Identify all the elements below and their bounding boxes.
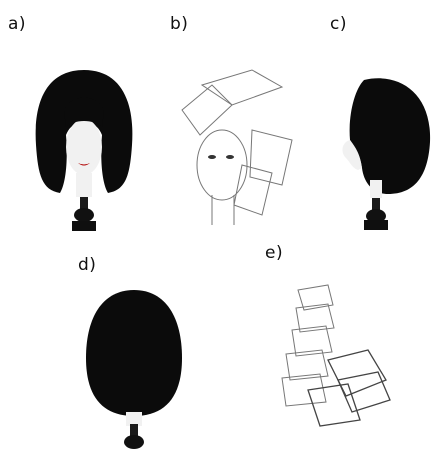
frame-dark-2 — [337, 371, 391, 413]
panel-label-b: b) — [170, 14, 189, 34]
neck — [370, 180, 382, 198]
neck-outline — [211, 195, 235, 225]
strip-3 — [291, 325, 333, 357]
stand-stem — [372, 198, 380, 214]
panel-a-mannequin-front — [35, 70, 133, 231]
panel-label-e: e) — [265, 243, 284, 263]
strip-5 — [281, 373, 327, 407]
panel-label-c: c) — [330, 14, 347, 34]
eye-left — [208, 155, 216, 159]
panel-label-a: a) — [8, 14, 27, 34]
hair-back — [86, 290, 182, 416]
hair-front — [35, 70, 133, 193]
eye-right — [226, 155, 234, 159]
frame-dark-3 — [307, 383, 361, 427]
panel-c-mannequin-side — [342, 78, 431, 230]
strip-1 — [297, 284, 334, 311]
frame-top — [200, 69, 284, 106]
stand-base — [72, 221, 96, 231]
face — [66, 119, 102, 175]
hair-side — [349, 78, 431, 194]
panel-d-mannequin-back — [86, 290, 182, 449]
neck — [76, 173, 92, 197]
frame-left — [181, 84, 233, 136]
neck — [126, 412, 142, 426]
fringe — [64, 97, 104, 127]
stand-stem — [80, 197, 88, 217]
stand-stem — [130, 424, 138, 442]
panel-label-d: d) — [78, 255, 97, 275]
frame-right — [249, 129, 293, 186]
stand-knob — [124, 435, 144, 449]
panel-e-polygon-strips — [281, 284, 391, 427]
lips — [78, 163, 90, 166]
frame-side — [233, 164, 273, 216]
stand-base — [364, 220, 388, 230]
face-profile — [342, 140, 362, 170]
strip-2 — [295, 303, 335, 333]
frame-dark-1 — [327, 349, 387, 397]
head-outline — [196, 129, 248, 201]
strip-4 — [285, 349, 329, 381]
stand-knob — [74, 208, 94, 222]
stand-knob — [366, 209, 386, 223]
panel-b-polygon-frames — [181, 69, 293, 225]
